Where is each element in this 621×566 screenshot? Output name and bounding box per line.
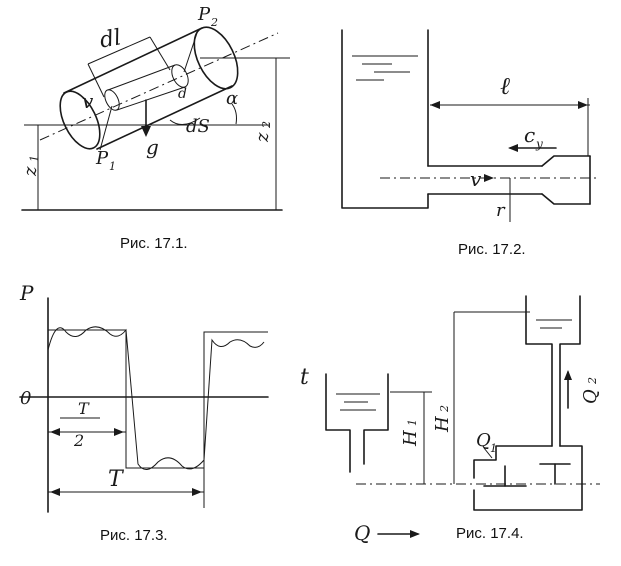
label-h1-sub: 1 xyxy=(406,419,419,426)
label-velocity: v xyxy=(82,89,94,113)
dl-ext-right xyxy=(149,36,171,71)
left-tank-and-pipe-outer xyxy=(325,373,351,473)
label-t: T xyxy=(108,467,125,492)
label-h2-sub: 2 xyxy=(438,405,451,413)
label-cy: c xyxy=(524,123,535,147)
stream-tube-top xyxy=(107,64,176,91)
gravity-arrowhead xyxy=(141,126,151,137)
label-l: ℓ xyxy=(500,72,510,100)
cy-arrowhead xyxy=(508,144,518,152)
label-dl: dl xyxy=(98,25,123,53)
right-tank-right xyxy=(559,295,581,447)
label-z2: z xyxy=(252,132,273,143)
t-half-arrow-left xyxy=(50,428,60,436)
label-p1-sub: 1 xyxy=(109,160,116,173)
label-r: r xyxy=(496,200,506,221)
p2-leader xyxy=(183,29,199,73)
dl-ext-left xyxy=(87,63,105,98)
tank-left-and-bottom xyxy=(341,29,429,209)
label-p2-sub: 2 xyxy=(210,16,218,29)
stream-tube-left xyxy=(104,89,120,111)
p1-leader xyxy=(99,105,113,151)
pipe-left-end xyxy=(59,90,101,150)
label-ds: dS xyxy=(186,116,210,137)
caption-fig-17-2: Рис. 17.2. xyxy=(458,241,526,258)
label-zero: 0 xyxy=(20,388,31,409)
inflow-arrowhead xyxy=(410,530,420,538)
label-p: P xyxy=(19,281,34,305)
label-q1-sub: 1 xyxy=(490,442,497,455)
label-t: t xyxy=(300,365,309,390)
ram-box-top xyxy=(473,445,553,479)
caption-fig-17-1: Рис. 17.1. xyxy=(120,235,188,252)
v-arrowhead xyxy=(484,174,494,182)
left-tank-and-pipe-inner xyxy=(363,373,389,465)
label-cy-sub: y xyxy=(535,137,543,151)
figure-17-2: ℓ c y v r Рис. 17.2. xyxy=(341,29,600,258)
right-tank-left xyxy=(525,295,553,447)
pipe-bottom-edge xyxy=(96,85,233,150)
label-d: d xyxy=(178,86,187,102)
t-arrow-left xyxy=(50,488,60,496)
measured-pressure-curve xyxy=(47,326,265,470)
label-t-half-num: T xyxy=(78,399,90,418)
stream-tube-bottom xyxy=(116,86,186,111)
label-z1: z xyxy=(20,166,41,177)
label-q: Q xyxy=(354,521,370,545)
ram-box-bottom xyxy=(473,445,583,511)
pipe-top-edge xyxy=(63,27,203,94)
l-arrow-left xyxy=(430,101,440,109)
label-h2: H xyxy=(432,416,453,433)
label-alpha: α xyxy=(226,88,238,109)
q1-arrow xyxy=(483,447,493,459)
figure-17-3: P 0 T 2 T Рис. 17.3. xyxy=(19,281,269,544)
label-z1-sub: 1 xyxy=(28,155,41,162)
valve-top xyxy=(541,155,591,167)
l-arrow-right xyxy=(578,101,588,109)
q2-arrowhead xyxy=(564,370,572,380)
dl-dimension-line xyxy=(87,36,151,65)
label-z2-sub: 2 xyxy=(260,121,273,129)
caption-fig-17-4: Рис. 17.4. xyxy=(456,525,524,542)
caption-fig-17-3: Рис. 17.3. xyxy=(100,527,168,544)
label-h1: H xyxy=(400,430,421,447)
t-arrow-right xyxy=(192,488,202,496)
label-v: v xyxy=(470,167,482,191)
label-q1: Q xyxy=(476,430,491,451)
valve-bottom xyxy=(541,193,591,205)
ideal-pressure-wave xyxy=(48,329,268,469)
label-p2: P xyxy=(197,4,211,25)
label-q2: Q xyxy=(580,389,601,404)
alpha-arc xyxy=(231,103,237,125)
figure-17-4: t H 1 H 2 Q 1 Q 2 Q Рис. 17.4. xyxy=(300,295,601,545)
pipe-axis xyxy=(39,32,279,141)
t-half-arrow-right xyxy=(114,428,124,436)
label-q2-sub: 2 xyxy=(586,377,599,385)
figure-17-1: P 2 P 1 dl v d dS α g z 1 z 2 Рис. 17.1. xyxy=(20,4,290,252)
label-p1: P xyxy=(95,148,109,169)
label-g: g xyxy=(146,135,159,159)
label-t-half-den: 2 xyxy=(73,431,84,450)
